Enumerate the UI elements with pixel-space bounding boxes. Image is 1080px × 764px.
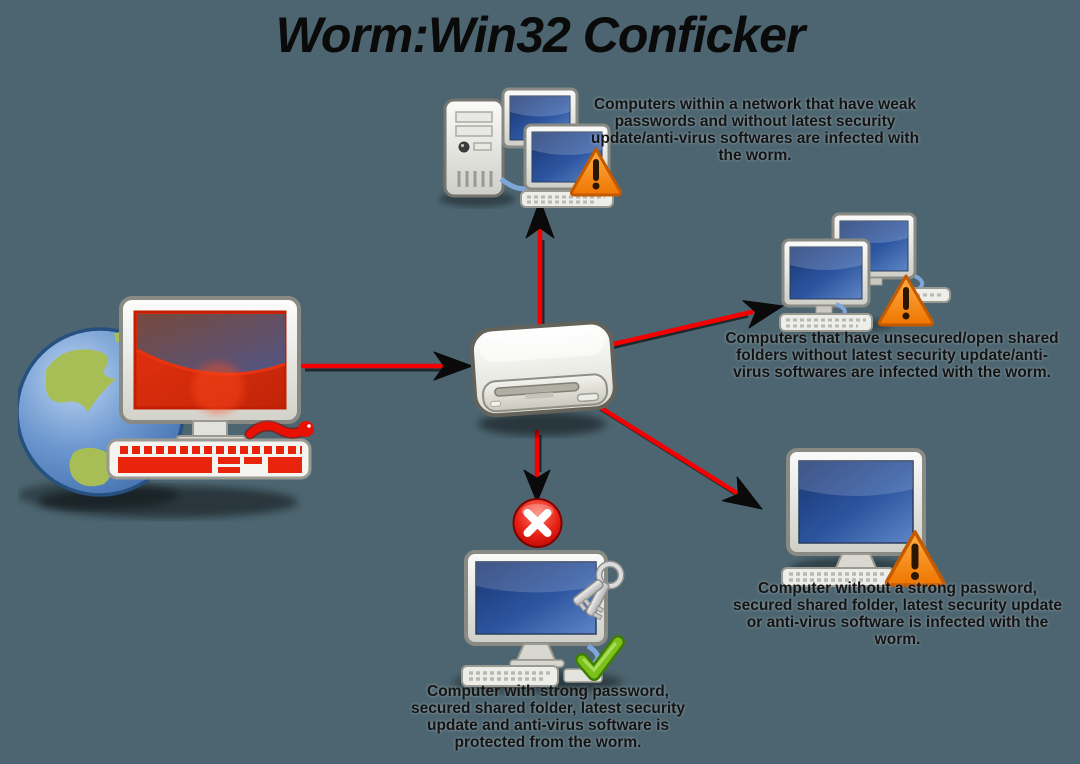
infected-computer-icon [106,296,314,480]
computers-warning-icon [778,210,953,335]
arrow-hub-to-unprotected [595,403,743,498]
arrowhead-right-icon [433,351,473,381]
computer-warning-icon [780,446,958,588]
arrowhead-down-icon [523,469,551,503]
monitor-icon [786,448,926,574]
checkmark-icon [575,635,625,681]
note-open-shared-folders: Computers that have unsecured/open share… [725,330,1059,382]
red-x-circle-icon [510,495,565,550]
server-computers-warning-icon [437,83,632,213]
keyboard [779,313,873,332]
note-unprotected-computer: Computer without a strong password, secu… [732,580,1063,649]
worm-icon [244,420,314,440]
keys-icon [572,560,625,621]
arrow-hub-to-shared-folders [589,309,755,352]
monitor-icon [501,87,579,162]
monitor-icon [464,550,608,671]
warning-icon [877,274,935,327]
diagram-title: Worm:Win32 Conficker [275,7,806,63]
network-drive-icon [462,318,627,443]
arrowhead-downright-icon [721,476,763,510]
server-tower-icon [443,98,505,198]
arrowhead-upright-icon [742,300,784,329]
note-protected-computer: Computer with strong password, secured s… [411,683,685,752]
warning-icon [884,530,946,587]
arrowhead-up-icon [525,199,555,239]
computer-keys-check-icon [438,548,673,698]
keyboard [461,665,559,687]
monitor-icon [779,238,873,332]
warning-icon [569,147,623,197]
globe-infected-computer-icon [18,290,350,525]
drive-slot [494,381,580,397]
red-keyboard [106,438,312,480]
note-weak-password-network: Computers within a network that have wea… [590,96,920,165]
